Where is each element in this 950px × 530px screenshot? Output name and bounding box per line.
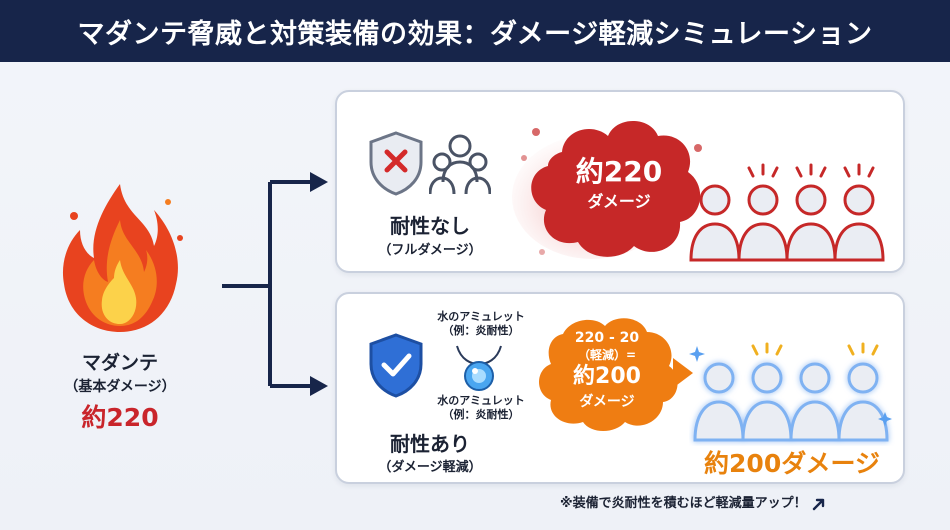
fire-icon [62, 184, 183, 332]
party-member-hit-icon [785, 222, 837, 262]
source-damage-value: 約220 [81, 403, 159, 432]
no-resist-panel: 耐性なし （フルダメージ） 約220 ダメージ [335, 90, 905, 273]
arrow-up-right-icon [812, 498, 825, 510]
with-resist-panel: 水のアミュレット （例：炎耐性） 水のアミュレット （例：炎耐性） 耐性あり （… [335, 292, 905, 484]
amulet-name: 水のアミュレット [437, 310, 525, 323]
branch-arrows [222, 172, 328, 396]
calc-result-value: 約200 [573, 364, 641, 389]
party-member-hit-icon [747, 184, 779, 216]
party-member-hit-icon [737, 222, 789, 262]
calc-reduction: （軽減）= [577, 348, 637, 362]
shield-x-icon [369, 131, 423, 196]
source-name: マダンテ [81, 352, 158, 374]
sparkle-icon [878, 412, 892, 426]
party-protected-icons [689, 342, 892, 442]
page-title: マダンテ脅威と対策装備の効果：ダメージ軽減シミュレーション [77, 18, 873, 50]
footer-note: ※装備で炎耐性を積むほど軽減量アップ！ [560, 492, 920, 512]
calc-result-unit: ダメージ [579, 394, 635, 410]
party-hit-icons [689, 163, 885, 262]
party-member-protected-icon [799, 362, 831, 394]
no-resist-subtitle: （フルダメージ） [378, 243, 482, 258]
party-outline-icon [429, 134, 491, 195]
header-bar: マダンテ脅威と対策装備の効果：ダメージ軽減シミュレーション [0, 0, 950, 62]
arrow-head-bottom [310, 376, 328, 396]
amulet-icon [456, 345, 502, 391]
no-resist-damage-value: 約220 [575, 155, 663, 188]
bubble-pointer [673, 358, 693, 388]
party-member-hit-icon [689, 222, 741, 262]
no-resist-label: 耐性なし [390, 214, 470, 238]
reduced-damage-result: 約200ダメージ [704, 449, 880, 478]
party-member-hit-icon [699, 184, 731, 216]
reduced-damage-bubble [539, 318, 678, 431]
calc-formula: 220 - 20 [574, 330, 640, 346]
party-member-protected-icon [703, 362, 735, 394]
amulet-effect: （例：炎耐性） [442, 407, 520, 421]
amulet-effect: （例：炎耐性） [442, 323, 520, 337]
arrow-head-top [310, 172, 328, 192]
amulet-label-bottom: 水のアミュレット （例：炎耐性） [417, 394, 545, 422]
party-member-hit-icon [843, 184, 875, 216]
with-resist-subtitle: （ダメージ軽減） [378, 460, 482, 475]
source-subtitle: （基本ダメージ） [64, 379, 176, 395]
party-member-hit-icon [833, 222, 885, 262]
amulet-label-top: 水のアミュレット （例：炎耐性） [417, 310, 545, 338]
party-member-protected-icon [741, 400, 793, 442]
party-member-protected-icon [751, 362, 783, 394]
party-member-protected-icon [789, 400, 841, 442]
footer-note-text: ※装備で炎耐性を積むほど軽減量アップ！ [560, 496, 807, 511]
party-member-hit-icon [795, 184, 827, 216]
party-member-protected-icon [837, 400, 889, 442]
amulet-name: 水のアミュレット [437, 394, 525, 407]
party-member-protected-icon [847, 362, 879, 394]
sparkle-icon [689, 346, 705, 362]
no-resist-damage-unit: ダメージ [587, 192, 651, 211]
shield-check-icon [369, 333, 423, 398]
damage-cloud-red [512, 121, 702, 259]
with-resist-label: 耐性あり [390, 432, 470, 456]
party-member-protected-icon [693, 400, 745, 442]
